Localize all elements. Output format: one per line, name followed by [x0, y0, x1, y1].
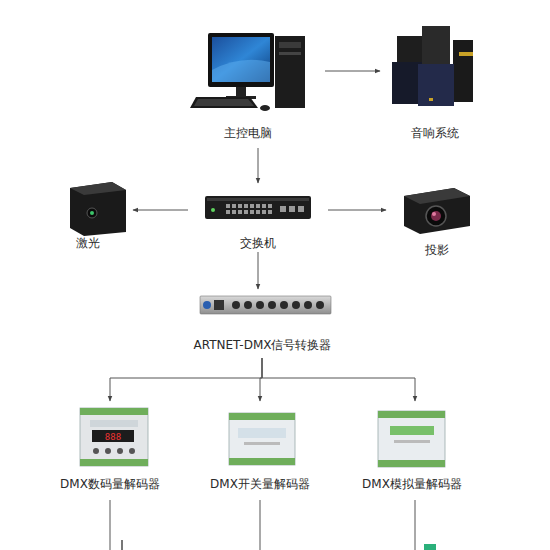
switch-illustration — [205, 196, 311, 219]
decoder-node: DMX开关量解码器 — [205, 401, 315, 495]
signal-arrow — [110, 358, 262, 401]
projector-illustration — [404, 188, 470, 234]
output-wire — [110, 500, 415, 550]
node-label: DMX开关量解码器 — [210, 477, 310, 491]
converter-illustration — [200, 296, 331, 314]
decoder-illustration: 888 — [80, 408, 148, 466]
laser-node: 激光 — [43, 175, 133, 255]
converter-node: ARTNET-DMX信号转换器 — [185, 289, 340, 358]
decoder-illustration — [229, 413, 295, 465]
node-label: DMX模拟量解码器 — [362, 477, 462, 491]
signal-arrow — [328, 210, 386, 211]
node-label: ARTNET-DMX信号转换器 — [194, 338, 332, 352]
node-label: 投影 — [425, 243, 449, 257]
speaker-illustration — [392, 26, 473, 106]
partial-device — [121, 540, 436, 550]
laser-illustration — [70, 182, 126, 236]
computer-illustration — [190, 33, 305, 111]
node-label: 激光 — [76, 236, 100, 250]
signal-arrow — [258, 252, 259, 289]
node-label: 主控电脑 — [224, 126, 272, 140]
svg-text:888: 888 — [105, 432, 121, 442]
computer-node: 主控电脑 — [170, 25, 325, 148]
signal-arrow — [262, 358, 415, 401]
signal-arrow — [325, 71, 380, 72]
node-label: DMX数码量解码器 — [60, 477, 160, 491]
signal-arrow — [133, 210, 188, 211]
projector-node: 投影 — [386, 180, 488, 262]
decoder-illustration — [378, 411, 445, 467]
switch-node: 交换机 — [188, 183, 328, 252]
signal-arrow — [260, 358, 262, 401]
speaker-node: 音响系统 — [380, 25, 490, 148]
signal-arrow — [258, 148, 259, 183]
node-label: 音响系统 — [411, 126, 459, 140]
decoder-node: DMX模拟量解码器 — [357, 401, 467, 495]
decoder-node: DMX数码量解码器 — [55, 401, 165, 495]
node-label: 交换机 — [240, 236, 276, 250]
